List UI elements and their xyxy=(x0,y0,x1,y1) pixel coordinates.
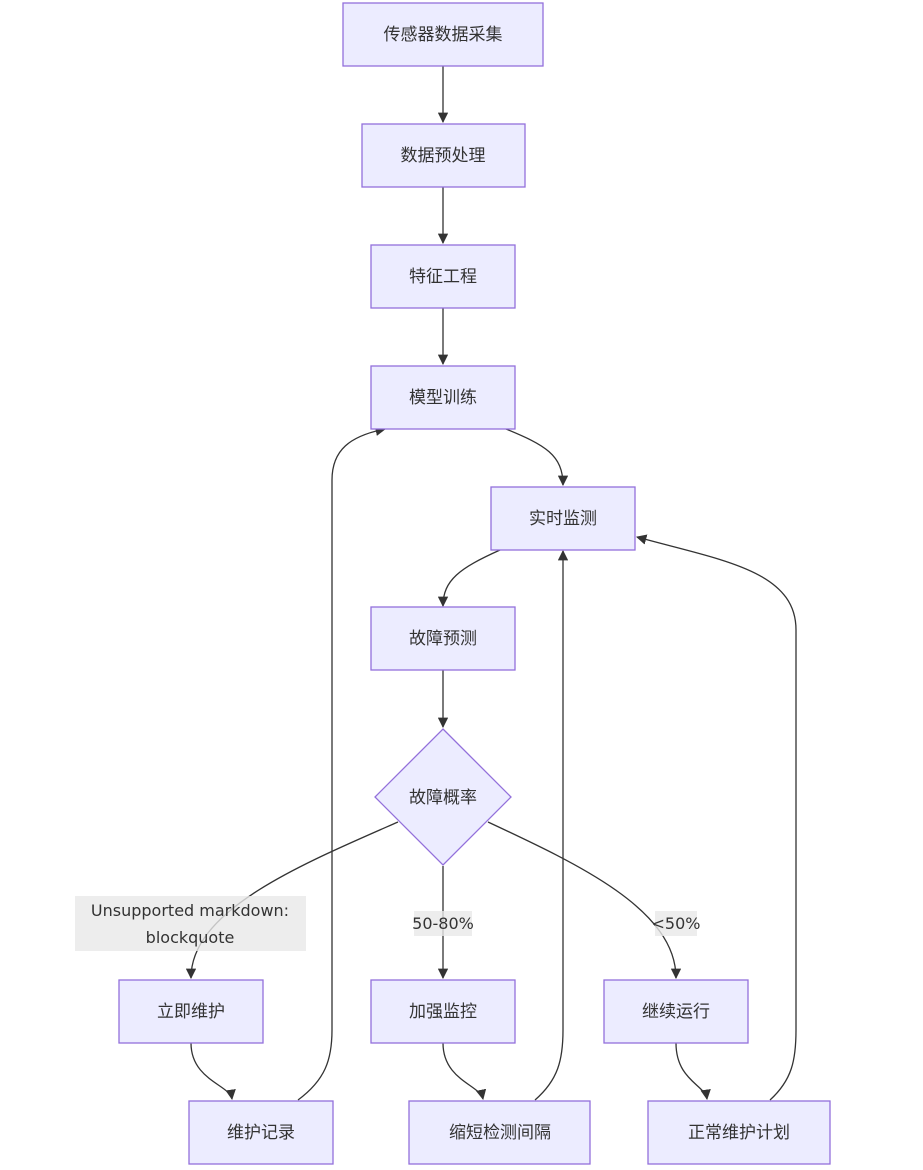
edge-shorten-monitor xyxy=(534,549,569,1101)
node-predict: 故障预测 xyxy=(370,606,516,671)
edge-continue-normal xyxy=(675,1042,711,1101)
edge-strengthen-shorten xyxy=(442,1042,487,1101)
node-train: 模型训练 xyxy=(370,365,516,430)
node-monitor-label: 实时监测 xyxy=(529,509,597,529)
edge-label-high-line2: blockquote xyxy=(146,928,235,947)
nodes: 传感器数据采集 数据预处理 特征工程 模型训练 实时监测 故障预测 故障概率 xyxy=(118,2,831,1165)
edge-label-low: <50% xyxy=(652,914,701,933)
edge-probability-continue xyxy=(487,821,682,980)
edge-labels: Unsupported markdown: blockquote 50-80% … xyxy=(75,896,700,951)
edge-monitor-predict xyxy=(437,549,501,608)
node-continue: 继续运行 xyxy=(603,979,749,1044)
node-normal-label: 正常维护计划 xyxy=(688,1123,790,1143)
node-monitor: 实时监测 xyxy=(490,486,636,551)
node-immediate-label: 立即维护 xyxy=(157,1002,225,1022)
edges xyxy=(185,66,797,1101)
node-probability-label: 故障概率 xyxy=(409,788,477,808)
node-collect: 传感器数据采集 xyxy=(342,2,544,67)
node-collect-label: 传感器数据采集 xyxy=(384,25,503,45)
edge-normal-monitor xyxy=(635,534,797,1101)
node-strengthen-label: 加强监控 xyxy=(409,1002,477,1022)
node-record: 维护记录 xyxy=(188,1100,334,1165)
node-train-label: 模型训练 xyxy=(409,388,477,408)
node-normal: 正常维护计划 xyxy=(647,1100,831,1165)
node-probability: 故障概率 xyxy=(374,728,512,866)
edge-record-train xyxy=(297,425,387,1101)
node-feature-label: 特征工程 xyxy=(409,267,477,287)
node-shorten: 缩短检测间隔 xyxy=(408,1100,591,1165)
node-record-label: 维护记录 xyxy=(227,1123,295,1143)
node-immediate: 立即维护 xyxy=(118,979,264,1044)
node-continue-label: 继续运行 xyxy=(642,1002,710,1022)
node-preprocess-label: 数据预处理 xyxy=(401,146,486,166)
edge-label-high-line1: Unsupported markdown: xyxy=(91,901,289,920)
node-predict-label: 故障预测 xyxy=(409,629,477,649)
edge-immediate-record xyxy=(190,1042,236,1101)
edge-label-mid: 50-80% xyxy=(412,914,474,933)
node-preprocess: 数据预处理 xyxy=(361,123,526,188)
edge-train-monitor xyxy=(505,428,569,487)
node-strengthen: 加强监控 xyxy=(370,979,516,1044)
node-feature: 特征工程 xyxy=(370,244,516,309)
edge-probability-immediate xyxy=(185,821,399,980)
node-shorten-label: 缩短检测间隔 xyxy=(449,1123,551,1143)
